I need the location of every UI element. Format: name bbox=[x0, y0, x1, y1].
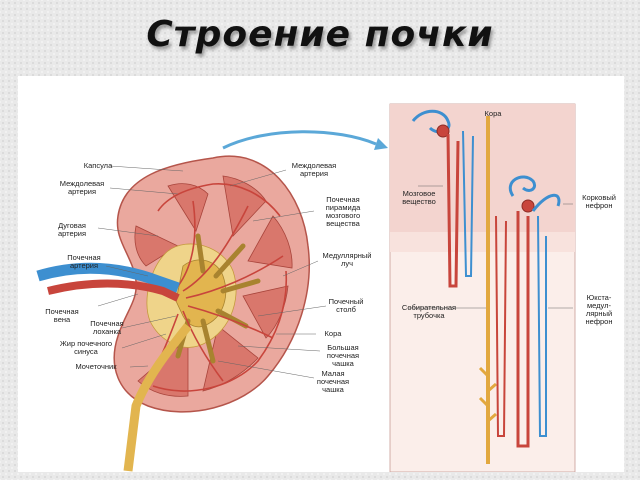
label-medullary-ray: Медуллярный луч bbox=[322, 251, 372, 268]
cortex-zone bbox=[390, 104, 575, 232]
page-title: Строение почки bbox=[146, 14, 494, 55]
leader-lines-nephron bbox=[408, 185, 573, 309]
label-renal-pyramid: Почечная пирамида мозгового вещества bbox=[325, 195, 361, 228]
leader-lines-left bbox=[97, 165, 184, 368]
juxtamedullary-nephron bbox=[495, 175, 561, 448]
label-collecting-duct: Собирательная трубочка bbox=[401, 303, 457, 320]
zoom-arrow bbox=[222, 130, 377, 150]
label-renal-pelvis: Почечная лоханка bbox=[90, 319, 124, 336]
diagram-panel: Капсула Междолевая артерия Дуговая артер… bbox=[18, 76, 624, 472]
renal-vein bbox=[36, 262, 180, 294]
kidney-diagram bbox=[36, 103, 576, 472]
renal-pyramids bbox=[134, 175, 293, 397]
cortex-medulla-border bbox=[390, 232, 575, 252]
zoom-arrow-head bbox=[374, 138, 388, 150]
label-interlobar-artery-right: Междолевая артерия bbox=[291, 161, 337, 178]
ureter bbox=[123, 323, 192, 472]
label-arcuate-artery: Дуговая артерия bbox=[57, 221, 87, 238]
label-sinus-fat: Жир почечного синуса bbox=[59, 339, 113, 356]
label-cortex: Кора bbox=[324, 329, 342, 338]
label-medulla: Мозговое вещество bbox=[402, 189, 436, 206]
arteries bbox=[147, 183, 288, 392]
label-capsule: Капсула bbox=[83, 161, 113, 170]
label-cortical-nephron: Корковый нефрон bbox=[582, 193, 616, 210]
label-major-calyx: Большая почечная чашка bbox=[326, 343, 360, 368]
duct-branches bbox=[478, 366, 497, 423]
label-renal-column: Почечный столб bbox=[328, 297, 364, 314]
renal-artery bbox=[47, 279, 180, 302]
label-juxtamedullary-nephron: Юкста-медул-лярный нефрон bbox=[585, 293, 613, 326]
label-renal-artery: Почечная артерия bbox=[67, 253, 101, 270]
label-ureter: Мочеточник bbox=[75, 362, 117, 371]
leader-lines-right bbox=[217, 169, 327, 379]
kidney-section bbox=[36, 155, 310, 472]
nephron-panel bbox=[389, 103, 576, 472]
label-renal-vein: Почечная вена bbox=[45, 307, 79, 324]
label-interlobar-artery-left: Междолевая артерия bbox=[59, 179, 105, 196]
label-minor-calyx: Малая почечная чашка bbox=[316, 369, 350, 394]
label-nephron-cortex: Кора bbox=[484, 109, 502, 118]
cortical-nephron bbox=[411, 109, 474, 288]
